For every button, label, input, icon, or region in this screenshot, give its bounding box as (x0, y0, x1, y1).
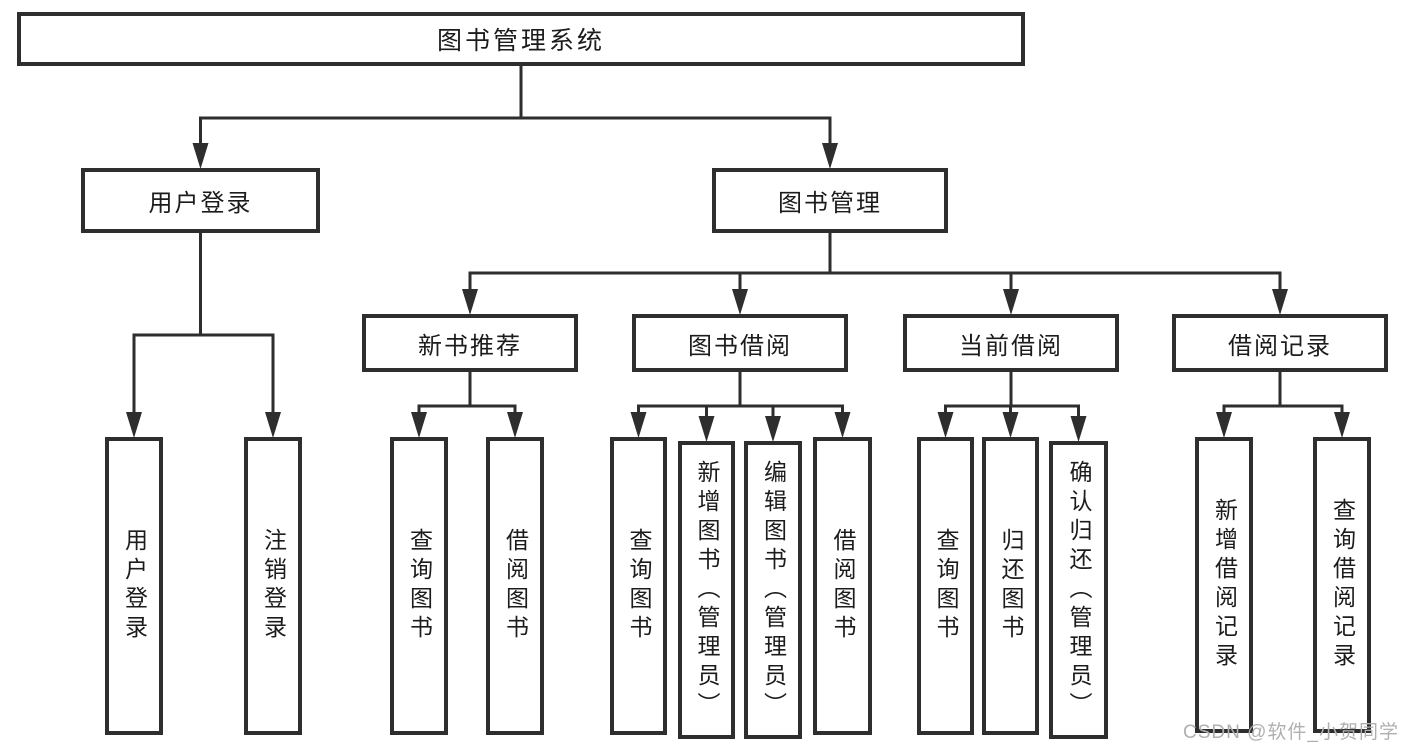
arrowhead-icon (126, 412, 142, 438)
node-book-mgmt: 图书管理 (712, 168, 948, 233)
node-bb-borrow-book: 借阅图书 (813, 437, 872, 735)
arrowhead-icon (698, 416, 715, 442)
arrowhead-icon (411, 412, 427, 438)
arrowhead-icon (1003, 289, 1019, 315)
watermark-text: CSDN @软件_小贺同学 (1183, 722, 1399, 743)
arrowhead-icon (765, 416, 781, 442)
arrowhead-icon (630, 412, 647, 438)
node-label-br-query-record: 查询借阅记录 (1329, 498, 1356, 672)
node-nb-query-book: 查询图书 (390, 437, 448, 735)
arrowhead-icon (937, 412, 954, 438)
arrowhead-icon (1070, 416, 1087, 442)
node-label-bb-edit-book: 编辑图书（管理员） (760, 459, 787, 721)
node-leaf-user-login: 用户登录 (105, 437, 163, 735)
arrowhead-icon (462, 289, 478, 315)
node-bb-query-book: 查询图书 (610, 437, 667, 735)
node-bb-add-book: 新增图书（管理员） (678, 441, 735, 739)
node-nb-borrow-book: 借阅图书 (486, 437, 544, 735)
node-label-cb-return-book: 归还图书 (998, 528, 1024, 644)
node-label-user-login: 用户登录 (148, 190, 253, 217)
node-br-add-record: 新增借阅记录 (1195, 437, 1253, 733)
node-label-leaf-user-login: 用户登录 (121, 528, 148, 644)
node-label-new-book-rec: 新书推荐 (418, 332, 522, 360)
node-cb-query-book: 查询图书 (917, 437, 974, 735)
node-label-root: 图书管理系统 (436, 27, 605, 55)
arrowhead-icon (1334, 412, 1350, 438)
node-label-leaf-logout: 注销登录 (260, 528, 287, 644)
node-label-book-mgmt: 图书管理 (778, 190, 882, 217)
node-label-bb-borrow-book: 借阅图书 (830, 528, 856, 644)
arrowhead-icon (192, 143, 209, 169)
node-user-login: 用户登录 (81, 168, 320, 233)
node-label-book-borrow: 图书借阅 (688, 332, 792, 360)
arrowhead-icon (732, 289, 748, 315)
arrowhead-icon (822, 143, 838, 169)
node-book-borrow: 图书借阅 (632, 314, 848, 372)
node-cb-confirm: 确认归还（管理员） (1049, 441, 1108, 739)
node-label-borrow-records: 借阅记录 (1228, 332, 1332, 360)
arrowhead-icon (1216, 412, 1232, 438)
node-label-cb-query-book: 查询图书 (933, 528, 959, 644)
node-root: 图书管理系统 (17, 12, 1025, 66)
node-label-current-borrow: 当前借阅 (959, 332, 1063, 360)
arrowhead-icon (265, 412, 281, 438)
node-label-br-add-record: 新增借阅记录 (1211, 498, 1238, 672)
node-new-book-rec: 新书推荐 (362, 314, 578, 372)
arrowhead-icon (1002, 412, 1019, 438)
node-label-nb-borrow-book: 借阅图书 (502, 528, 529, 644)
node-borrow-records: 借阅记录 (1172, 314, 1388, 372)
node-cb-return-book: 归还图书 (982, 437, 1039, 735)
node-br-query-record: 查询借阅记录 (1313, 437, 1371, 733)
arrowhead-icon (834, 412, 851, 438)
node-label-nb-query-book: 查询图书 (406, 528, 433, 644)
node-label-bb-query-book: 查询图书 (626, 528, 652, 644)
node-label-bb-add-book: 新增图书（管理员） (694, 459, 720, 721)
arrowhead-icon (1272, 289, 1288, 315)
node-current-borrow: 当前借阅 (903, 314, 1119, 372)
node-label-cb-confirm: 确认归还（管理员） (1066, 459, 1092, 721)
arrowhead-icon (507, 412, 523, 438)
node-leaf-logout: 注销登录 (244, 437, 302, 735)
node-bb-edit-book: 编辑图书（管理员） (744, 441, 802, 739)
